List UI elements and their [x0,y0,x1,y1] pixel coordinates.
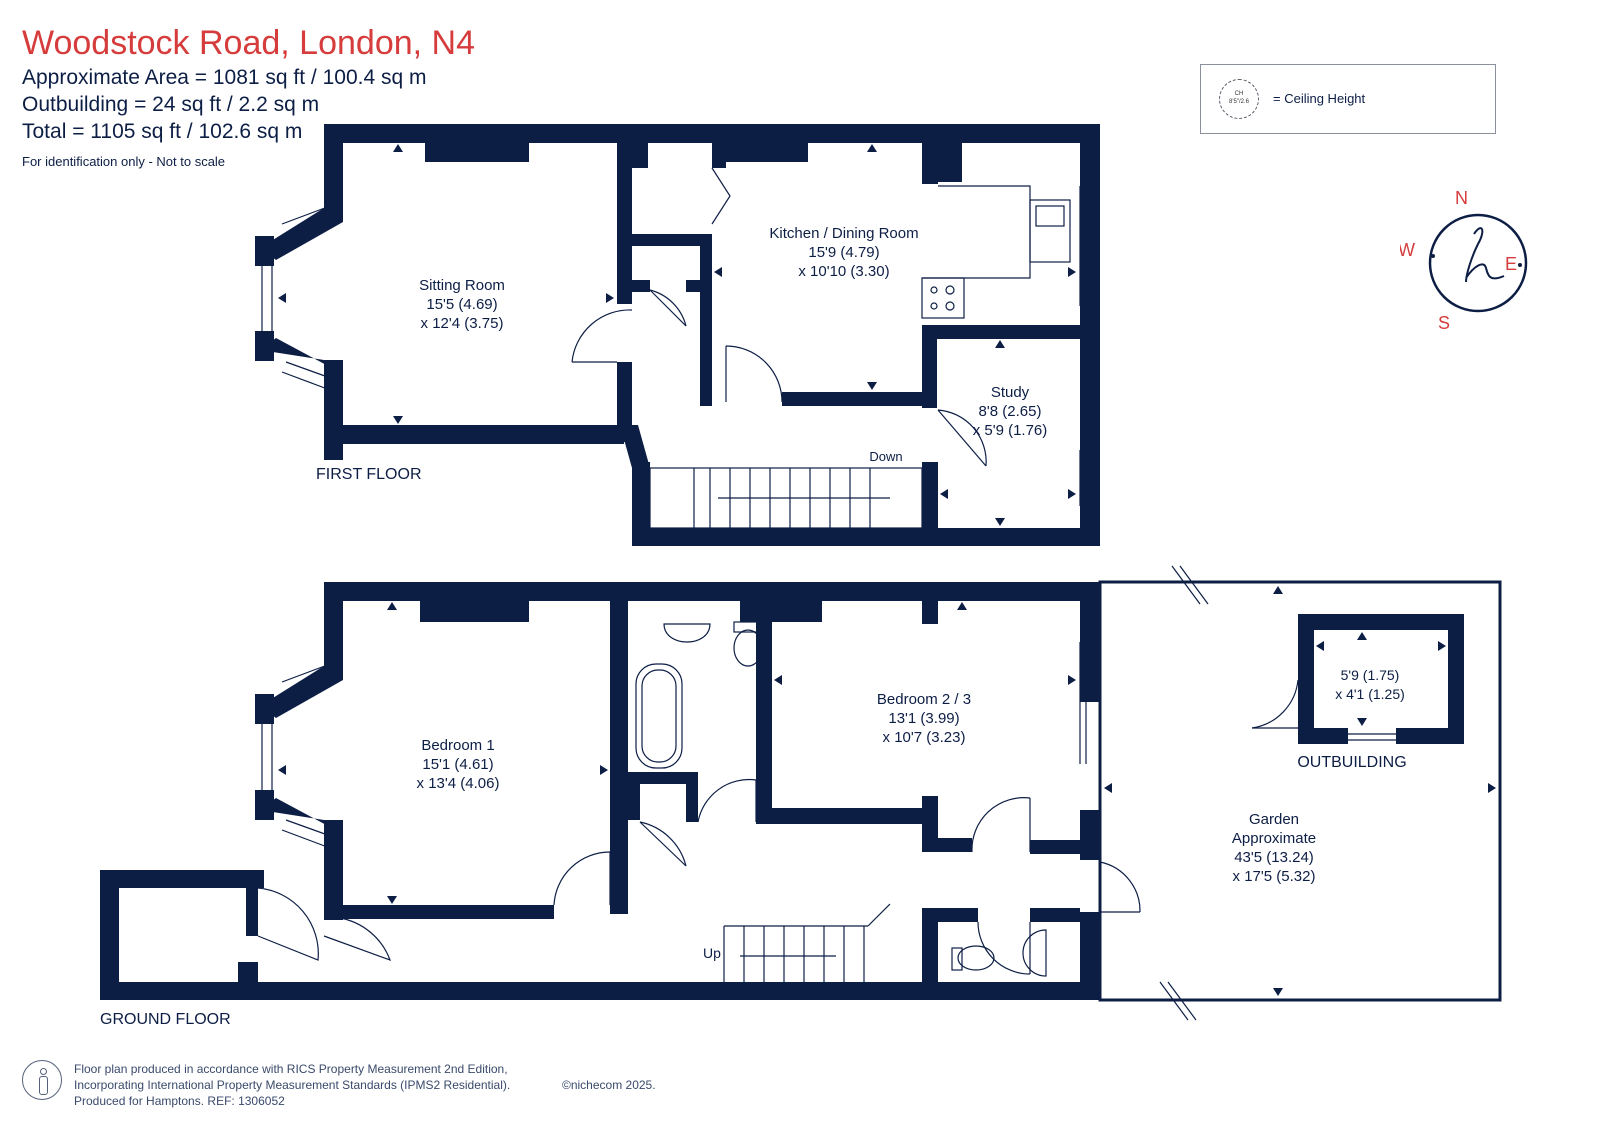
kitchen-dim2: x 10'10 (3.30) [798,263,889,280]
first-floor-walls [255,124,1100,546]
info-person-icon [22,1060,62,1100]
study-dim2: x 5'9 (1.76) [973,422,1048,439]
stairs-up-label: Up [703,945,721,961]
footer-line-3: Produced for Hamptons. REF: 1306052 [74,1094,285,1108]
compass-n: N [1455,188,1468,208]
sitting-room-dim1: 15'5 (4.69) [426,296,497,313]
footer-line-2: Incorporating International Property Mea… [74,1078,511,1092]
garden-sub: Approximate [1232,830,1316,847]
logo-h-icon [1465,227,1505,283]
study-dim1: 8'8 (2.65) [979,403,1042,420]
outbuilding-dim2: x 4'1 (1.25) [1335,686,1405,702]
total-area: Total = 1105 sq ft / 102.6 sq m [22,120,303,143]
kitchen-label: Kitchen / Dining Room [769,225,918,242]
compass-w: W [1400,240,1415,260]
compass-rose: N E S W [1400,188,1528,333]
first-floor-label: FIRST FLOOR [316,466,422,483]
bedroom23-dim1: 13'1 (3.99) [888,710,959,727]
study-label: Study [991,384,1030,401]
compass-e: E [1505,254,1517,274]
sitting-room-dim2: x 12'4 (3.75) [421,315,504,332]
sitting-room-label: Sitting Room [419,277,505,294]
garden-dim1: 43'5 (13.24) [1234,849,1314,866]
compass-s: S [1438,313,1450,333]
ceiling-height-label: = Ceiling Height [1273,91,1366,106]
kitchen-dim1: 15'9 (4.79) [808,244,879,261]
ground-floor-label: GROUND FLOOR [100,1011,231,1028]
bedroom1-dim1: 15'1 (4.61) [422,756,493,773]
approximate-area: Approximate Area = 1081 sq ft / 100.4 sq… [22,66,427,89]
stairs-down-label: Down [869,449,902,464]
garden-label: Garden [1249,811,1299,828]
bedroom23-dim2: x 10'7 (3.23) [883,729,966,746]
bedroom1-label: Bedroom 1 [421,737,494,754]
footer-copyright: ©nichecom 2025. [562,1078,656,1092]
bedroom1-dim2: x 13'4 (4.06) [417,775,500,792]
bedroom23-label: Bedroom 2 / 3 [877,691,971,708]
property-title: Woodstock Road, London, N4 [22,24,475,62]
footer: Floor plan produced in accordance with R… [22,1060,702,1120]
scale-note: For identification only - Not to scale [22,154,226,169]
ground-floor-walls [100,582,1464,1000]
outbuilding-area: Outbuilding = 24 sq ft / 2.2 sq m [22,93,320,116]
garden-dim2: x 17'5 (5.32) [1233,868,1316,885]
footer-line-1: Floor plan produced in accordance with R… [74,1062,508,1076]
outbuilding-dim1: 5'9 (1.75) [1341,667,1400,683]
dimension-arrows [278,144,1496,996]
compass-ring [1428,213,1528,313]
outbuilding-label: OUTBUILDING [1297,754,1406,771]
